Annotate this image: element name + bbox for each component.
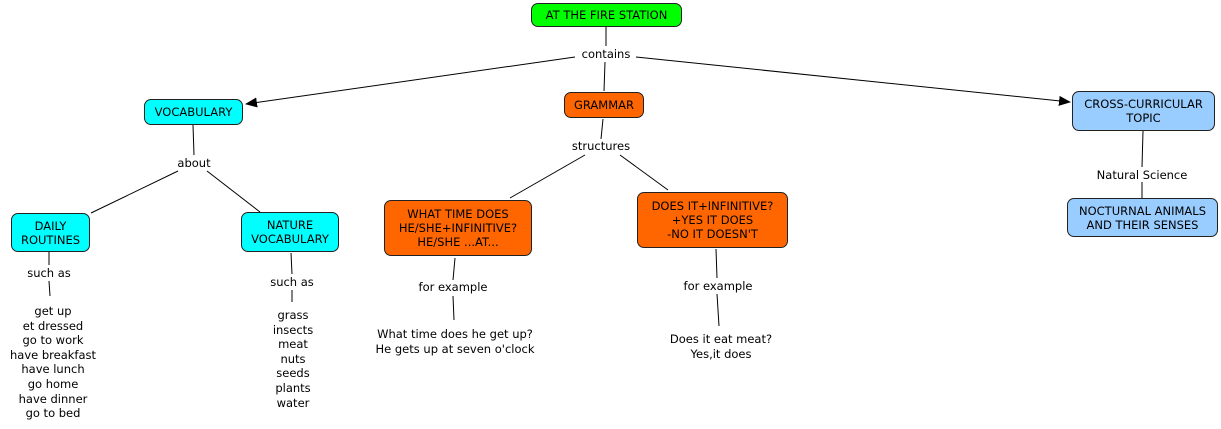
node-cross-curricular[interactable]: CROSS-CURRICULAR TOPIC	[1072, 91, 1215, 131]
nature-list: grass insects meat nuts seeds plants wat…	[272, 308, 314, 410]
link-label-for-example-1: for example	[416, 280, 490, 294]
what-time-example: What time does he get up? He gets up at …	[375, 327, 535, 356]
link-nature-suchas	[290, 252, 293, 275]
link-structures-doesit	[619, 154, 669, 191]
link-structures-whattime	[509, 154, 586, 199]
link-label-contains: contains	[579, 47, 633, 61]
node-daily-routines[interactable]: DAILY ROUTINES	[11, 213, 90, 252]
node-does-it[interactable]: DOES IT+INFINITIVE? +YES IT DOES -NO IT …	[637, 192, 788, 248]
node-grammar[interactable]: GRAMMAR	[564, 92, 644, 118]
node-nature-vocabulary[interactable]: NATURE VOCABULARY	[241, 212, 339, 252]
link-about-daily	[90, 170, 179, 214]
node-what-time[interactable]: WHAT TIME DOES HE/SHE+INFINITIVE? HE/SHE…	[384, 200, 532, 256]
daily-routines-list: get up et dressed go to work have breakf…	[9, 304, 97, 421]
link-contains-cross	[635, 56, 1071, 106]
link-label-structures: structures	[569, 139, 633, 153]
link-contains-vocabulary	[245, 56, 576, 108]
link-label-for-example-2: for example	[681, 279, 755, 293]
link-example-doesit	[716, 293, 720, 327]
link-label-natural-science: Natural Science	[1094, 168, 1190, 182]
link-cross-natsci	[1141, 130, 1144, 168]
root-node[interactable]: AT THE FIRE STATION	[531, 3, 682, 27]
link-example-whattime	[452, 295, 455, 321]
link-vocab-about	[192, 124, 195, 156]
node-nocturnal[interactable]: NOCTURNAL ANIMALS AND THEIR SENSES	[1067, 198, 1218, 237]
link-doesit-example	[715, 248, 718, 279]
link-about-nature	[206, 170, 261, 213]
node-vocabulary[interactable]: VOCABULARY	[144, 99, 243, 125]
link-contains-grammar	[603, 61, 606, 92]
link-grammar-structures	[600, 118, 604, 140]
link-label-such-as-daily: such as	[25, 266, 73, 280]
link-label-such-as-nature: such as	[268, 275, 316, 289]
link-whattime-example	[452, 257, 456, 281]
link-suchas-list1	[48, 280, 51, 297]
does-it-example: Does it eat meat? Yes,it does	[669, 332, 773, 361]
link-label-about: about	[175, 156, 213, 170]
